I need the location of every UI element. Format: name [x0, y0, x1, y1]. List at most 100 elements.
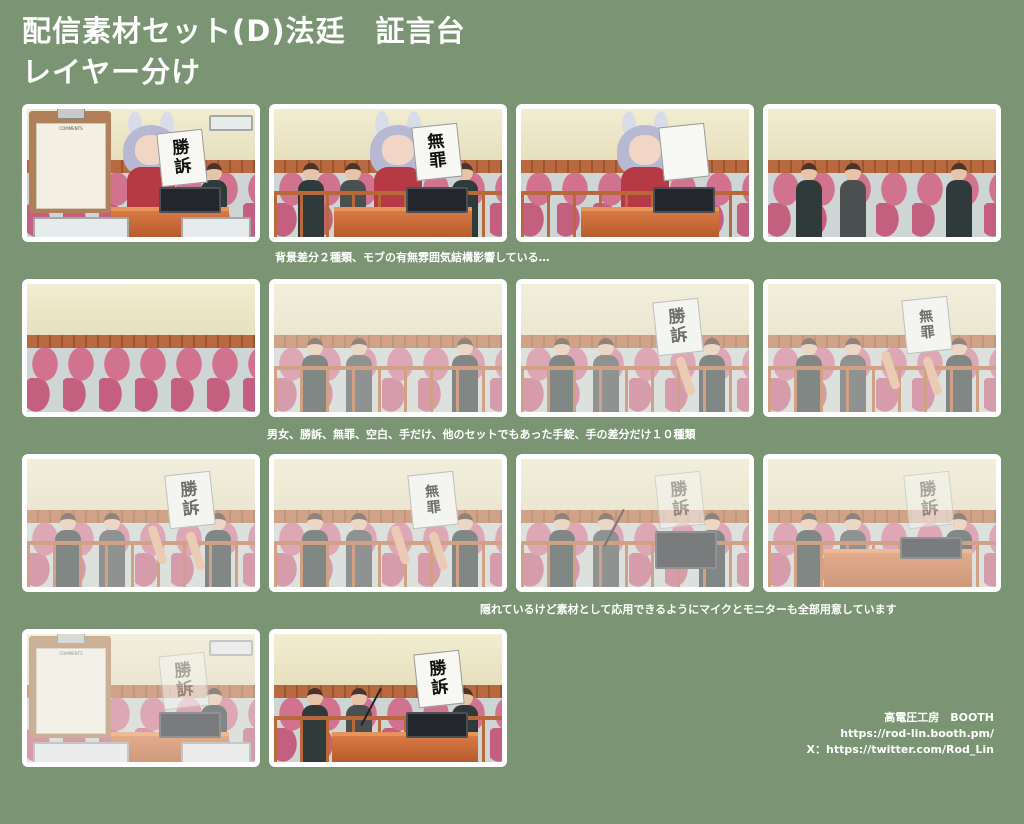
thumbnail-two-hands-win[interactable]: 勝訴	[22, 454, 260, 592]
mob-man	[591, 338, 621, 412]
monitor	[159, 712, 221, 738]
mob-man	[344, 338, 374, 412]
railing	[768, 540, 996, 587]
railing	[274, 540, 502, 587]
sign-win: 勝訴	[156, 128, 208, 188]
sign-blank	[658, 122, 710, 182]
courtroom-scene	[274, 284, 502, 412]
mob-woman	[199, 688, 229, 762]
mob-woman	[450, 338, 480, 412]
mob-woman	[203, 513, 233, 587]
clipboard-comments: COMMENTS	[29, 109, 111, 213]
railing	[521, 365, 749, 412]
mob-man	[838, 513, 868, 587]
thumbnail-full-set-win[interactable]: 勝訴 COMMENTS	[22, 104, 260, 242]
hand	[390, 524, 411, 566]
sign-win-hidden: 勝訴	[654, 470, 706, 530]
witness-stand	[111, 732, 229, 762]
name-textbox	[33, 742, 129, 762]
courtroom-scene: 勝訴	[274, 634, 502, 762]
thumbnail-full-scene-win[interactable]: 勝訴	[269, 629, 507, 767]
mob-woman	[53, 513, 83, 587]
courtroom-scene: 勝訴	[521, 459, 749, 587]
sign-win: 勝訴	[413, 649, 465, 709]
mob-woman	[944, 163, 974, 237]
name-plate	[209, 115, 253, 131]
thumbnail-mob-only[interactable]	[763, 104, 1001, 242]
courtroom-scene: 勝訴 COMMENTS	[27, 634, 255, 762]
caption-row1: 背景差分２種類、モブの有無雰囲気結構影響している…	[275, 251, 550, 264]
mob-man	[591, 513, 621, 587]
hand	[147, 524, 168, 566]
railing	[768, 365, 996, 412]
page-title: 配信素材セット(D)法廷 証言台	[22, 14, 466, 48]
hand	[922, 355, 943, 397]
thumbnail-mic-monitor[interactable]: 勝訴	[516, 454, 754, 592]
courtroom-scene: 無罪	[274, 109, 502, 237]
thumbnail-hand-win[interactable]: 勝訴	[516, 279, 754, 417]
sign-win: 勝訴	[652, 297, 704, 357]
sign-win-hidden: 勝訴	[903, 470, 955, 530]
sign-innocent: 無罪	[411, 122, 463, 182]
twitter-link[interactable]: X：https://twitter.com/Rod_Lin	[806, 743, 994, 756]
sign-win: 勝訴	[164, 470, 216, 530]
railing	[274, 365, 502, 412]
monitor	[406, 187, 468, 213]
mob-woman	[300, 338, 330, 412]
witness-stand	[824, 549, 972, 587]
mob-woman	[547, 513, 577, 587]
courtroom-scene	[27, 284, 255, 412]
courtroom-scene: 勝訴	[768, 459, 996, 587]
courtroom-scene: 勝訴	[521, 284, 749, 412]
courtroom-scene: 無罪	[768, 284, 996, 412]
thumbnail-girl-blank[interactable]	[516, 104, 754, 242]
mob-woman	[794, 163, 824, 237]
thumbnail-stand-only[interactable]: 勝訴	[763, 454, 1001, 592]
thumbnail-girl-innocent[interactable]: 無罪	[269, 104, 507, 242]
mob-man	[97, 513, 127, 587]
monitor	[900, 537, 962, 559]
hand	[880, 349, 901, 391]
hand	[428, 530, 449, 572]
courtroom-scene: 無罪	[274, 459, 502, 587]
monitor	[406, 712, 468, 738]
page-subtitle: レイヤー分け	[22, 55, 202, 89]
caption-row3: 隠れているけど素材として応用できるようにマイクとモニターも全部用意しています	[480, 603, 897, 616]
thumbnail-two-hands-innocent[interactable]: 無罪	[269, 454, 507, 592]
mob-man	[838, 163, 868, 237]
courtroom-scene	[768, 109, 996, 237]
name-textbox	[181, 217, 251, 237]
mob-woman	[450, 513, 480, 587]
hand	[675, 355, 696, 397]
mob-woman	[547, 338, 577, 412]
mob-woman	[794, 338, 824, 412]
mob-man	[344, 513, 374, 587]
mob-woman	[794, 513, 824, 587]
mob-woman	[300, 513, 330, 587]
thumbnail-railing-mob[interactable]	[269, 279, 507, 417]
monitor	[159, 187, 221, 213]
mob-man	[838, 338, 868, 412]
sign-innocent: 無罪	[407, 470, 459, 530]
microphone	[603, 508, 625, 548]
mob-woman	[697, 513, 727, 587]
booth-link[interactable]: https://rod-lin.booth.pm/	[840, 727, 994, 740]
thumbnail-ui-overlay[interactable]: 勝訴 COMMENTS	[22, 629, 260, 767]
studio-credit: 高電圧工房 BOOTH	[884, 711, 994, 724]
thumbnail-hand-innocent[interactable]: 無罪	[763, 279, 1001, 417]
monitor	[655, 531, 717, 569]
caption-row2: 男女、勝訴、無罪、空白、手だけ、他のセットでもあった手錠、手の差分だけ１０種類	[267, 428, 696, 441]
hand	[185, 530, 206, 572]
sign-innocent: 無罪	[901, 295, 953, 355]
railing	[521, 540, 749, 587]
name-plate	[209, 640, 253, 656]
courtroom-scene: 勝訴 COMMENTS	[27, 109, 255, 237]
name-textbox	[33, 217, 129, 237]
mob-woman	[944, 513, 974, 587]
monitor	[653, 187, 715, 213]
mob-woman	[944, 338, 974, 412]
name-textbox	[181, 742, 251, 762]
courtroom-scene: 勝訴	[27, 459, 255, 587]
thumbnail-empty-background[interactable]	[22, 279, 260, 417]
clipboard-comments: COMMENTS	[29, 634, 111, 738]
